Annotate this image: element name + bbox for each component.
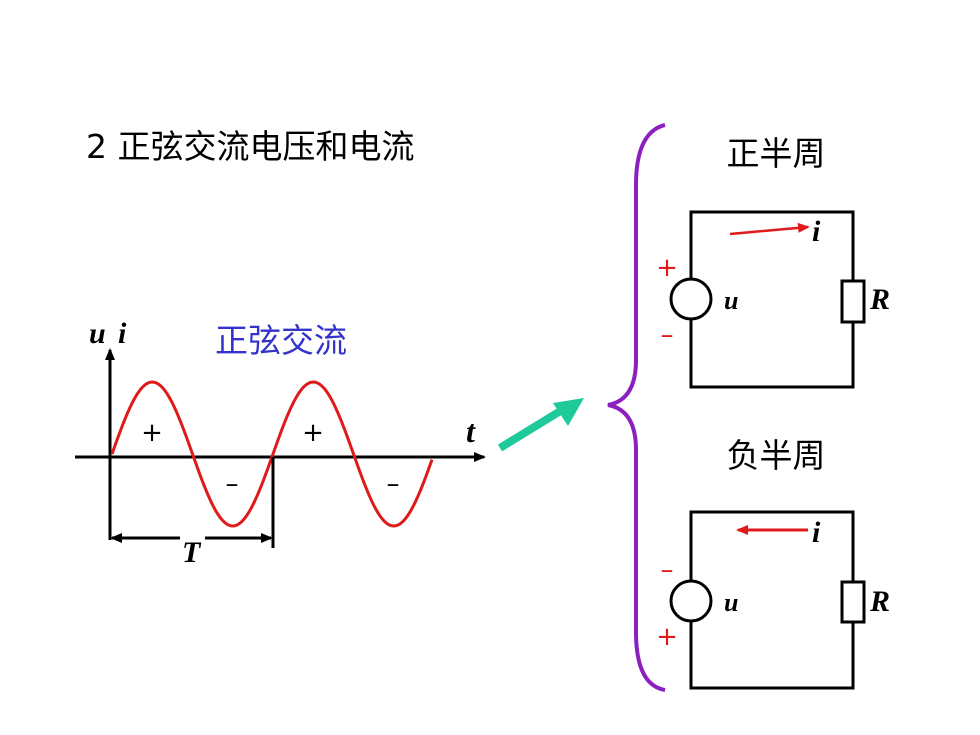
- waveform-caption: 正弦交流: [215, 321, 347, 360]
- sine-wave-curve: [110, 380, 434, 528]
- resistor-label: R: [869, 283, 890, 316]
- current-arrow-right: [729, 222, 810, 236]
- sign-minus-1: –: [226, 469, 239, 499]
- source-label: u: [724, 588, 738, 617]
- x-axis-label: t: [466, 413, 476, 449]
- negative-half-label: 负半周: [727, 436, 826, 475]
- negative-half-circuit: 负半周 i u R – +: [656, 436, 890, 690]
- period-label: T: [182, 536, 202, 569]
- resistor-label: R: [869, 585, 890, 618]
- positive-half-label: 正半周: [727, 134, 826, 173]
- top-sign: –: [661, 555, 674, 585]
- bottom-sign: +: [656, 622, 678, 652]
- page-title: 2 正弦交流电压和电流: [86, 127, 415, 166]
- pointer-arrow: [497, 398, 584, 452]
- top-sign: +: [656, 253, 678, 283]
- source-label: u: [724, 286, 738, 315]
- current-label: i: [812, 215, 821, 248]
- positive-half-circuit: 正半周 i u R + –: [656, 134, 890, 389]
- y-axis-label-u: u: [89, 317, 106, 350]
- voltage-source-icon: [669, 277, 713, 321]
- y-axis-label-i: i: [118, 317, 127, 350]
- sine-waveform-graph: u i 正弦交流 t T + – + –: [75, 317, 486, 569]
- sign-minus-2: –: [387, 469, 400, 499]
- bottom-sign: –: [661, 320, 674, 350]
- resistor-icon: [840, 279, 866, 324]
- sign-plus-1: +: [141, 418, 163, 448]
- voltage-source-icon: [669, 579, 713, 623]
- resistor-icon: [840, 580, 866, 624]
- curly-brace: [607, 123, 666, 692]
- sign-plus-2: +: [302, 418, 324, 448]
- current-label: i: [812, 516, 821, 549]
